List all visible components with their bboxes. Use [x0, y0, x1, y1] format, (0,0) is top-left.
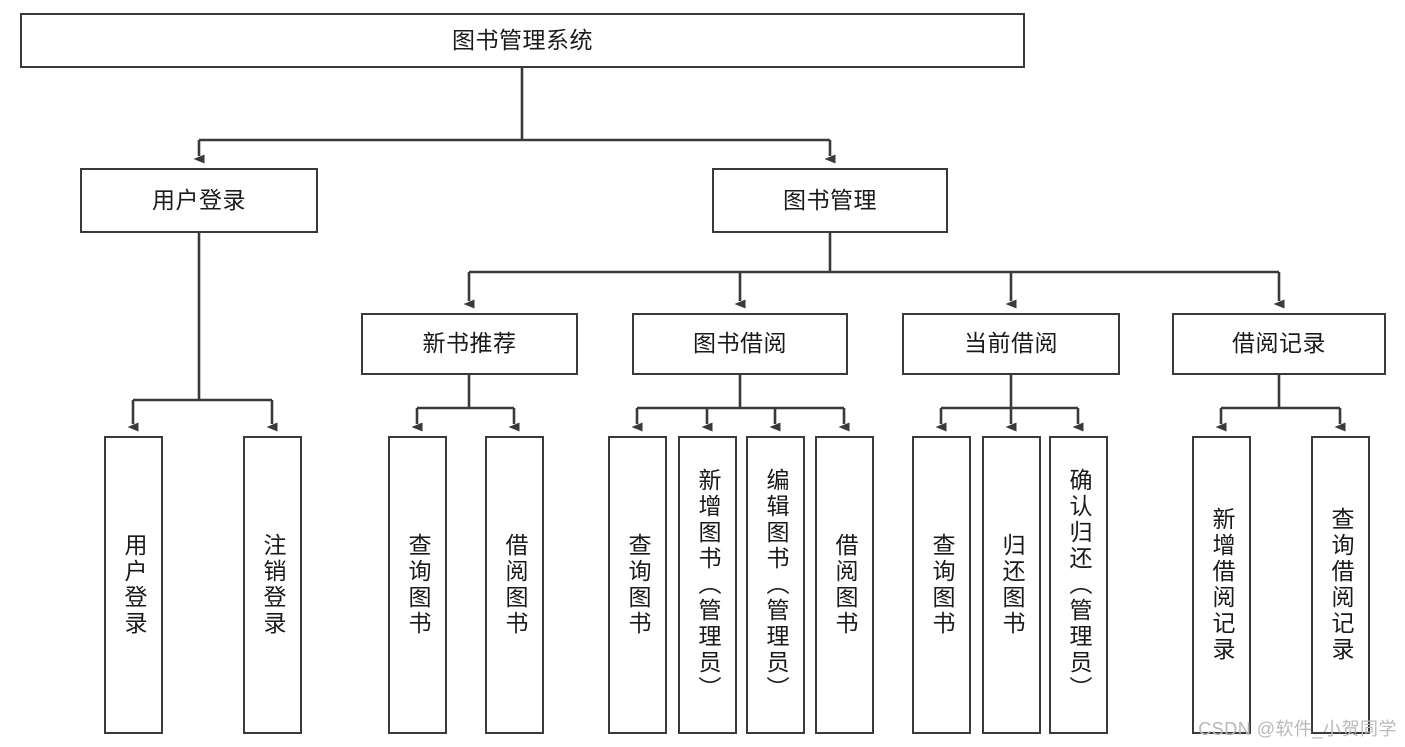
node-leaf-user-login[interactable]: 用户登录	[104, 436, 163, 734]
node-leaf-query-book-current[interactable]: 查询图书	[912, 436, 971, 734]
node-leaf-user-logout[interactable]: 注销登录	[243, 436, 302, 734]
node-leaf-query-book-recommend[interactable]: 查询图书	[388, 436, 447, 734]
node-leaf-edit-book[interactable]: 编辑图书（管理员）	[746, 436, 805, 734]
node-label: 图书借阅	[693, 330, 787, 357]
node-label: 借阅图书	[832, 533, 858, 637]
node-leaf-query-borrow-record[interactable]: 查询借阅记录	[1311, 436, 1370, 734]
node-label: 图书管理系统	[452, 26, 593, 53]
node-book-borrow[interactable]: 图书借阅	[632, 313, 848, 375]
node-book-management[interactable]: 图书管理	[712, 168, 948, 233]
node-leaf-query-book-borrow[interactable]: 查询图书	[608, 436, 667, 734]
node-new-book-recommend[interactable]: 新书推荐	[361, 313, 578, 375]
node-label: 图书管理	[783, 186, 877, 213]
node-label: 新增借阅记录	[1209, 507, 1235, 663]
node-root-system[interactable]: 图书管理系统	[20, 13, 1025, 68]
node-label: 用户登录	[152, 186, 246, 213]
node-label: 借阅图书	[502, 533, 528, 637]
node-label: 新书推荐	[422, 330, 517, 357]
node-label: 查询图书	[625, 533, 651, 637]
node-label: 查询借阅记录	[1328, 507, 1354, 663]
node-borrow-record[interactable]: 借阅记录	[1172, 313, 1386, 375]
node-label: 确认归还（管理员）	[1066, 468, 1092, 702]
node-leaf-return-book[interactable]: 归还图书	[982, 436, 1041, 734]
node-label: 用户登录	[121, 533, 147, 637]
node-leaf-confirm-return[interactable]: 确认归还（管理员）	[1049, 436, 1108, 734]
node-label: 查询图书	[929, 533, 955, 637]
node-label: 注销登录	[260, 533, 286, 637]
node-leaf-borrow-book-recommend[interactable]: 借阅图书	[485, 436, 544, 734]
node-label: 归还图书	[999, 533, 1025, 637]
node-label: 新增图书（管理员）	[695, 468, 721, 702]
node-label: 借阅记录	[1232, 330, 1326, 357]
node-user-login[interactable]: 用户登录	[80, 168, 318, 233]
node-leaf-borrow-book[interactable]: 借阅图书	[815, 436, 874, 734]
node-label: 编辑图书（管理员）	[763, 468, 789, 702]
csdn-watermark: CSDN @软件_小贺同学	[1198, 719, 1397, 739]
node-label: 当前借阅	[964, 330, 1058, 357]
node-leaf-add-book[interactable]: 新增图书（管理员）	[678, 436, 737, 734]
node-leaf-add-borrow-record[interactable]: 新增借阅记录	[1192, 436, 1251, 734]
node-current-borrow[interactable]: 当前借阅	[902, 313, 1120, 375]
node-label: 查询图书	[405, 533, 431, 637]
